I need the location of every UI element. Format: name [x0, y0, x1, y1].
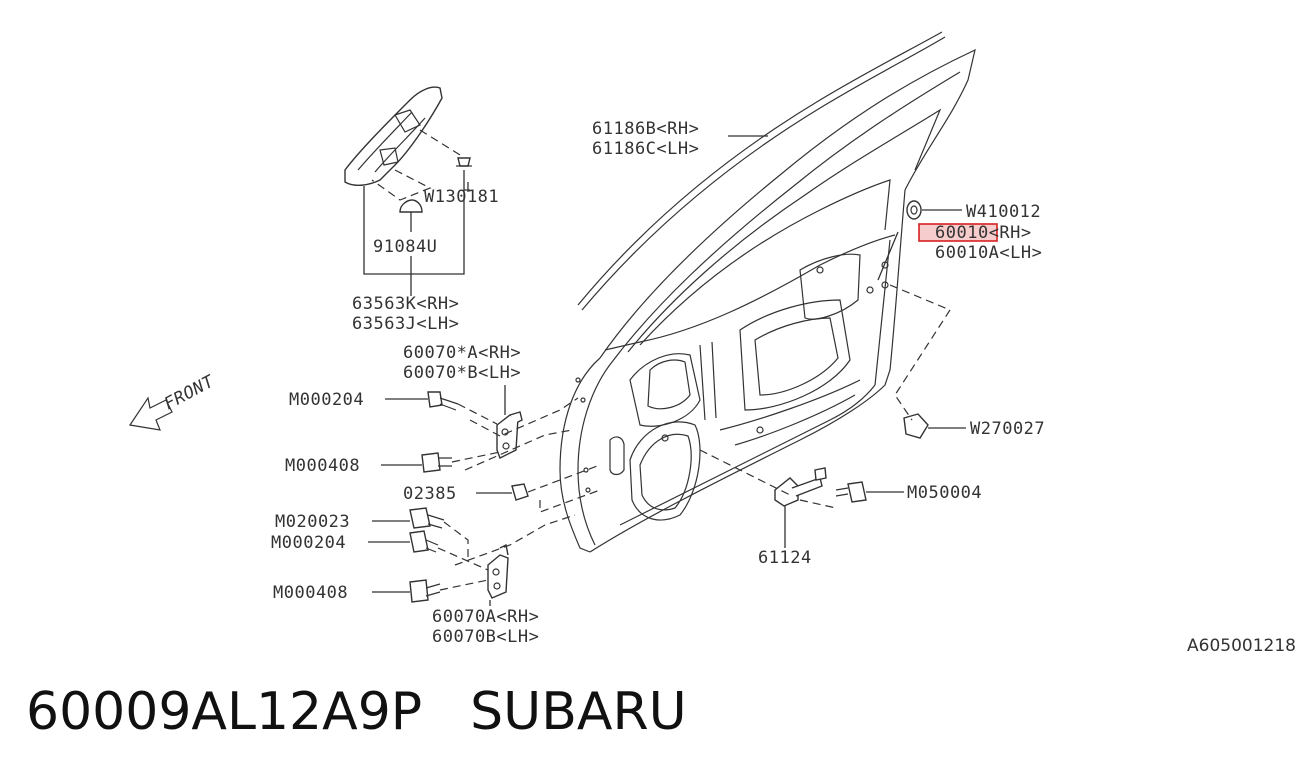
bolt-m000204-lower-drawing[interactable] [409, 530, 439, 553]
bolt-m050004-drawing[interactable] [835, 481, 867, 503]
upper-hinge-drawing[interactable] [496, 411, 523, 459]
label-60010-rh[interactable]: 60010<RH> [935, 223, 1032, 243]
door-panel-drawing[interactable] [559, 31, 976, 553]
label-61124[interactable]: 61124 [758, 548, 812, 568]
nut-02385-drawing[interactable] [511, 483, 529, 501]
front-label: FRONT [161, 371, 219, 414]
lower-hinge-drawing[interactable] [487, 543, 509, 599]
part-number: 60009AL12A9P [26, 682, 423, 742]
label-60070b-upper-lh[interactable]: 60070*B<LH> [403, 363, 521, 383]
inner-cover-drawing[interactable] [344, 86, 472, 296]
bolt-m000204-upper-drawing[interactable] [427, 391, 459, 411]
label-m000204-upper[interactable]: M000204 [289, 390, 364, 410]
bolt-m020023-drawing[interactable] [409, 507, 445, 529]
label-m000204-lower[interactable]: M000204 [271, 533, 346, 553]
highlighted-part-box [918, 223, 998, 242]
label-m000408-upper[interactable]: M000408 [285, 456, 360, 476]
label-60070a-upper-rh[interactable]: 60070*A<RH> [403, 343, 521, 363]
label-m020023[interactable]: M020023 [275, 512, 350, 532]
label-60010a-lh[interactable]: 60010A<LH> [935, 243, 1042, 263]
front-arrow-icon [128, 396, 173, 431]
label-60070b-lower-lh[interactable]: 60070B<LH> [432, 627, 539, 647]
diagram-code: A605001218 [1187, 636, 1296, 656]
footer-title: 60009AL12A9P SUBARU [26, 682, 735, 742]
bolt-m000408-lower-drawing[interactable] [409, 579, 441, 603]
label-m000408-lower[interactable]: M000408 [273, 583, 348, 603]
bolt-m000408-upper-drawing[interactable] [421, 452, 452, 473]
brand-name: SUBARU [470, 682, 687, 742]
label-61186b-rh[interactable]: 61186B<RH> [592, 119, 699, 139]
label-91084u[interactable]: 91084U [373, 237, 437, 257]
label-w410012[interactable]: W410012 [966, 202, 1041, 222]
clip-w270027-drawing[interactable] [903, 413, 929, 439]
label-m050004[interactable]: M050004 [907, 483, 982, 503]
front-direction-indicator: FRONT [128, 371, 219, 431]
label-02385[interactable]: 02385 [403, 484, 457, 504]
label-w130181[interactable]: W130181 [424, 187, 499, 207]
label-w270027[interactable]: W270027 [970, 419, 1045, 439]
door-checker-61124-drawing[interactable] [774, 467, 827, 507]
label-60010-side: <RH> [989, 223, 1032, 243]
label-60070a-lower-rh[interactable]: 60070A<RH> [432, 607, 539, 627]
label-63563k-rh[interactable]: 63563K<RH> [352, 294, 459, 314]
label-60010-code[interactable]: 60010 [935, 223, 989, 243]
label-63563j-lh[interactable]: 63563J<LH> [352, 314, 459, 334]
clip-w410012-drawing[interactable] [906, 200, 922, 220]
label-61186c-lh[interactable]: 61186C<LH> [592, 139, 699, 159]
